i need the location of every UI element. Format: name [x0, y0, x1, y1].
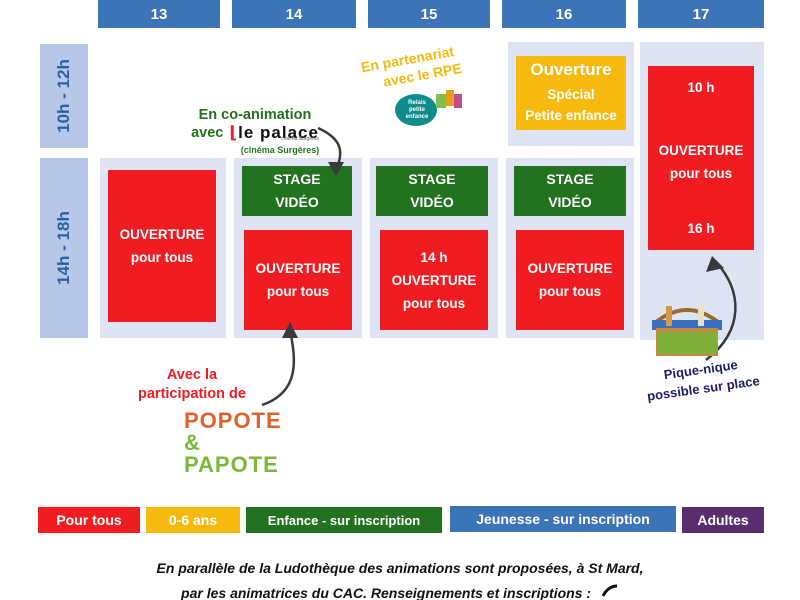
- le-palace-logo-tagline: cinéma Surgères: [281, 136, 319, 142]
- event-15-stage-line2: VIDÉO: [410, 194, 454, 210]
- legend-enfance: Enfance - sur inscription: [246, 507, 442, 533]
- le-palace-logo-accent: ⌊: [229, 123, 239, 142]
- legend-adultes-label: Adultes: [697, 512, 749, 528]
- event-16-stage-line2: VIDÉO: [548, 194, 592, 210]
- event-15-ouverture: 14 h OUVERTURE pour tous: [380, 230, 488, 330]
- event-14-line2: pour tous: [266, 284, 330, 299]
- legend-0-6-ans: 0-6 ans: [146, 507, 240, 533]
- legend-0-6-ans-label: 0-6 ans: [168, 512, 218, 528]
- event-17-ouverture: 10 h OUVERTURE pour tous 16 h: [648, 66, 754, 250]
- event-13-line1: OUVERTURE: [119, 227, 205, 242]
- annotation-coanimation: En co-animation avec ⌊le palace cinéma S…: [180, 106, 330, 158]
- phone-icon: [601, 584, 619, 600]
- event-17-line2: pour tous: [669, 166, 733, 181]
- event-17-end-time: 16 h: [687, 221, 715, 236]
- time-slot-afternoon: 14h - 18h: [40, 158, 88, 338]
- annotation-coanimation-line1: En co-animation: [198, 107, 312, 123]
- picnic-basket-icon: [652, 304, 722, 356]
- event-16-ouverture: OUVERTURE pour tous: [516, 230, 624, 330]
- legend-jeunesse: Jeunesse - sur inscription: [450, 506, 676, 532]
- event-petite-enfance: Ouverture Spécial Petite enfance: [516, 56, 626, 130]
- event-15-line1: OUVERTURE: [391, 272, 477, 288]
- event-petite-enfance-title: Ouverture: [530, 60, 612, 79]
- le-palace-logo: ⌊le palace cinéma Surgères: [229, 123, 319, 143]
- event-16-line2: pour tous: [538, 284, 602, 299]
- day-header-14: 14: [232, 0, 356, 28]
- arrow-picnic-head: [706, 256, 724, 272]
- event-15-line2: pour tous: [402, 295, 466, 311]
- day-header-17: 17: [638, 0, 764, 28]
- footer-line1: En parallèle de la Ludothèque des animat…: [156, 560, 644, 576]
- footer-line2-text: par les animatrices du CAC. Renseignemen…: [181, 585, 592, 600]
- legend-jeunesse-label: Jeunesse - sur inscription: [476, 511, 650, 527]
- event-16-line1: OUVERTURE: [527, 261, 613, 276]
- annotation-participation-line1: Avec la: [166, 367, 218, 383]
- rpe-logo-graphic: [395, 90, 462, 126]
- arrow-participation-head: [282, 322, 298, 338]
- event-15-stage-line1: STAGE: [408, 171, 456, 187]
- event-14-ouverture: OUVERTURE pour tous: [244, 230, 352, 330]
- event-14-stage-line2: VIDÉO: [275, 194, 319, 210]
- event-17-start-time: 10 h: [687, 80, 715, 95]
- annotation-participation: Avec la participation de: [114, 366, 270, 404]
- event-14-stage-line1: STAGE: [273, 171, 321, 187]
- popote-papote-logo: POPOTE & PAPOTE: [184, 410, 294, 476]
- popote-logo-line2: & PAPOTE: [184, 430, 279, 477]
- event-14-stage-video: STAGE VIDÉO: [242, 166, 352, 216]
- legend-pour-tous: Pour tous: [38, 507, 140, 533]
- event-13-ouverture: OUVERTURE pour tous: [108, 170, 216, 322]
- event-petite-enfance-line1: Spécial: [547, 87, 595, 102]
- event-petite-enfance-line2: Petite enfance: [525, 108, 617, 123]
- day-header-16: 16: [502, 0, 626, 28]
- legend-enfance-label: Enfance - sur inscription: [267, 512, 421, 528]
- event-16-stage-video: STAGE VIDÉO: [514, 166, 626, 216]
- event-15-stage-video: STAGE VIDÉO: [376, 166, 488, 216]
- footer-line2: par les animatrices du CAC. Renseignemen…: [0, 584, 800, 600]
- phone-icon-graphic: [601, 584, 618, 597]
- event-17-line1: OUVERTURE: [658, 143, 744, 158]
- annotation-coanimation-line2: avec: [191, 125, 224, 141]
- event-14-line1: OUVERTURE: [255, 261, 341, 276]
- annotation-coanimation-sub: (cinéma Surgères): [240, 145, 320, 155]
- event-15-start-time: 14 h: [420, 249, 448, 265]
- popote-logo-line1: POPOTE: [184, 408, 282, 433]
- rpe-logo: Relais petite enfance: [394, 88, 464, 128]
- day-header-15: 15: [368, 0, 490, 28]
- event-13-line2: pour tous: [130, 250, 194, 265]
- day-header-13: 13: [98, 0, 220, 28]
- time-slot-morning: 10h - 12h: [40, 44, 88, 148]
- rpe-logo-text: Relais petite enfance: [405, 100, 429, 120]
- event-16-stage-line1: STAGE: [546, 171, 594, 187]
- le-palace-logo-text: le palace: [238, 123, 319, 142]
- arrow-coanimation-head: [328, 162, 344, 176]
- legend-pour-tous-label: Pour tous: [56, 512, 122, 528]
- arrow-participation: [261, 329, 296, 407]
- legend-adultes: Adultes: [682, 507, 764, 533]
- annotation-participation-line2: participation de: [138, 386, 246, 402]
